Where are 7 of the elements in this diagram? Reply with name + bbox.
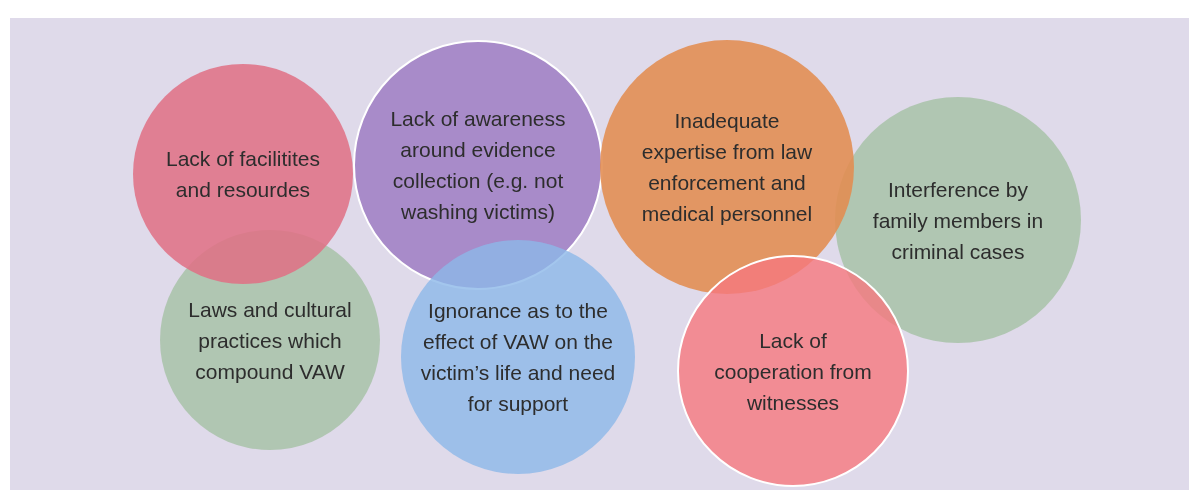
circle-label: Lack of facilitites and resourdes [164, 146, 322, 203]
circle-label: Lack of cooperation from witnesses [713, 327, 873, 416]
circle-label: Ignorance as to the effect of VAW on the victim’s life and need for support [419, 298, 617, 417]
circle-label: Laws and cultural practices which compound VAW [187, 296, 353, 385]
circle-label: Interference by family members in criminal cases [871, 176, 1045, 265]
circle-label: Lack of awareness around evidence collection (e.g. not washing victims) [389, 106, 567, 225]
circle-label: Inadequate expertise from law enforcement and medical personnel [640, 108, 814, 227]
